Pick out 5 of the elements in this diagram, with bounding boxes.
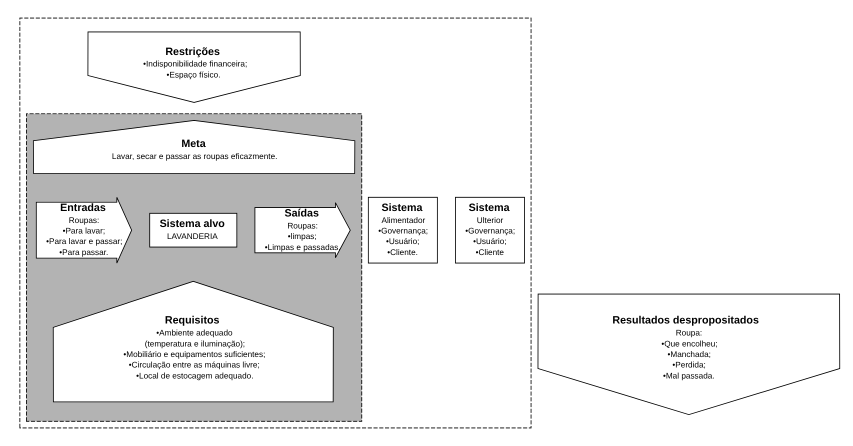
cluster (19, 18, 532, 428)
node-box: Sistema Alimentador •Governança; •Usuário; •Cliente. (368, 196, 438, 264)
cluster (26, 113, 362, 422)
node-box: Sistema Ulterior •Governança; •Usuário; •Cliente (455, 196, 525, 264)
node-box: Sistema alvo LAVANDERIA (149, 212, 238, 248)
